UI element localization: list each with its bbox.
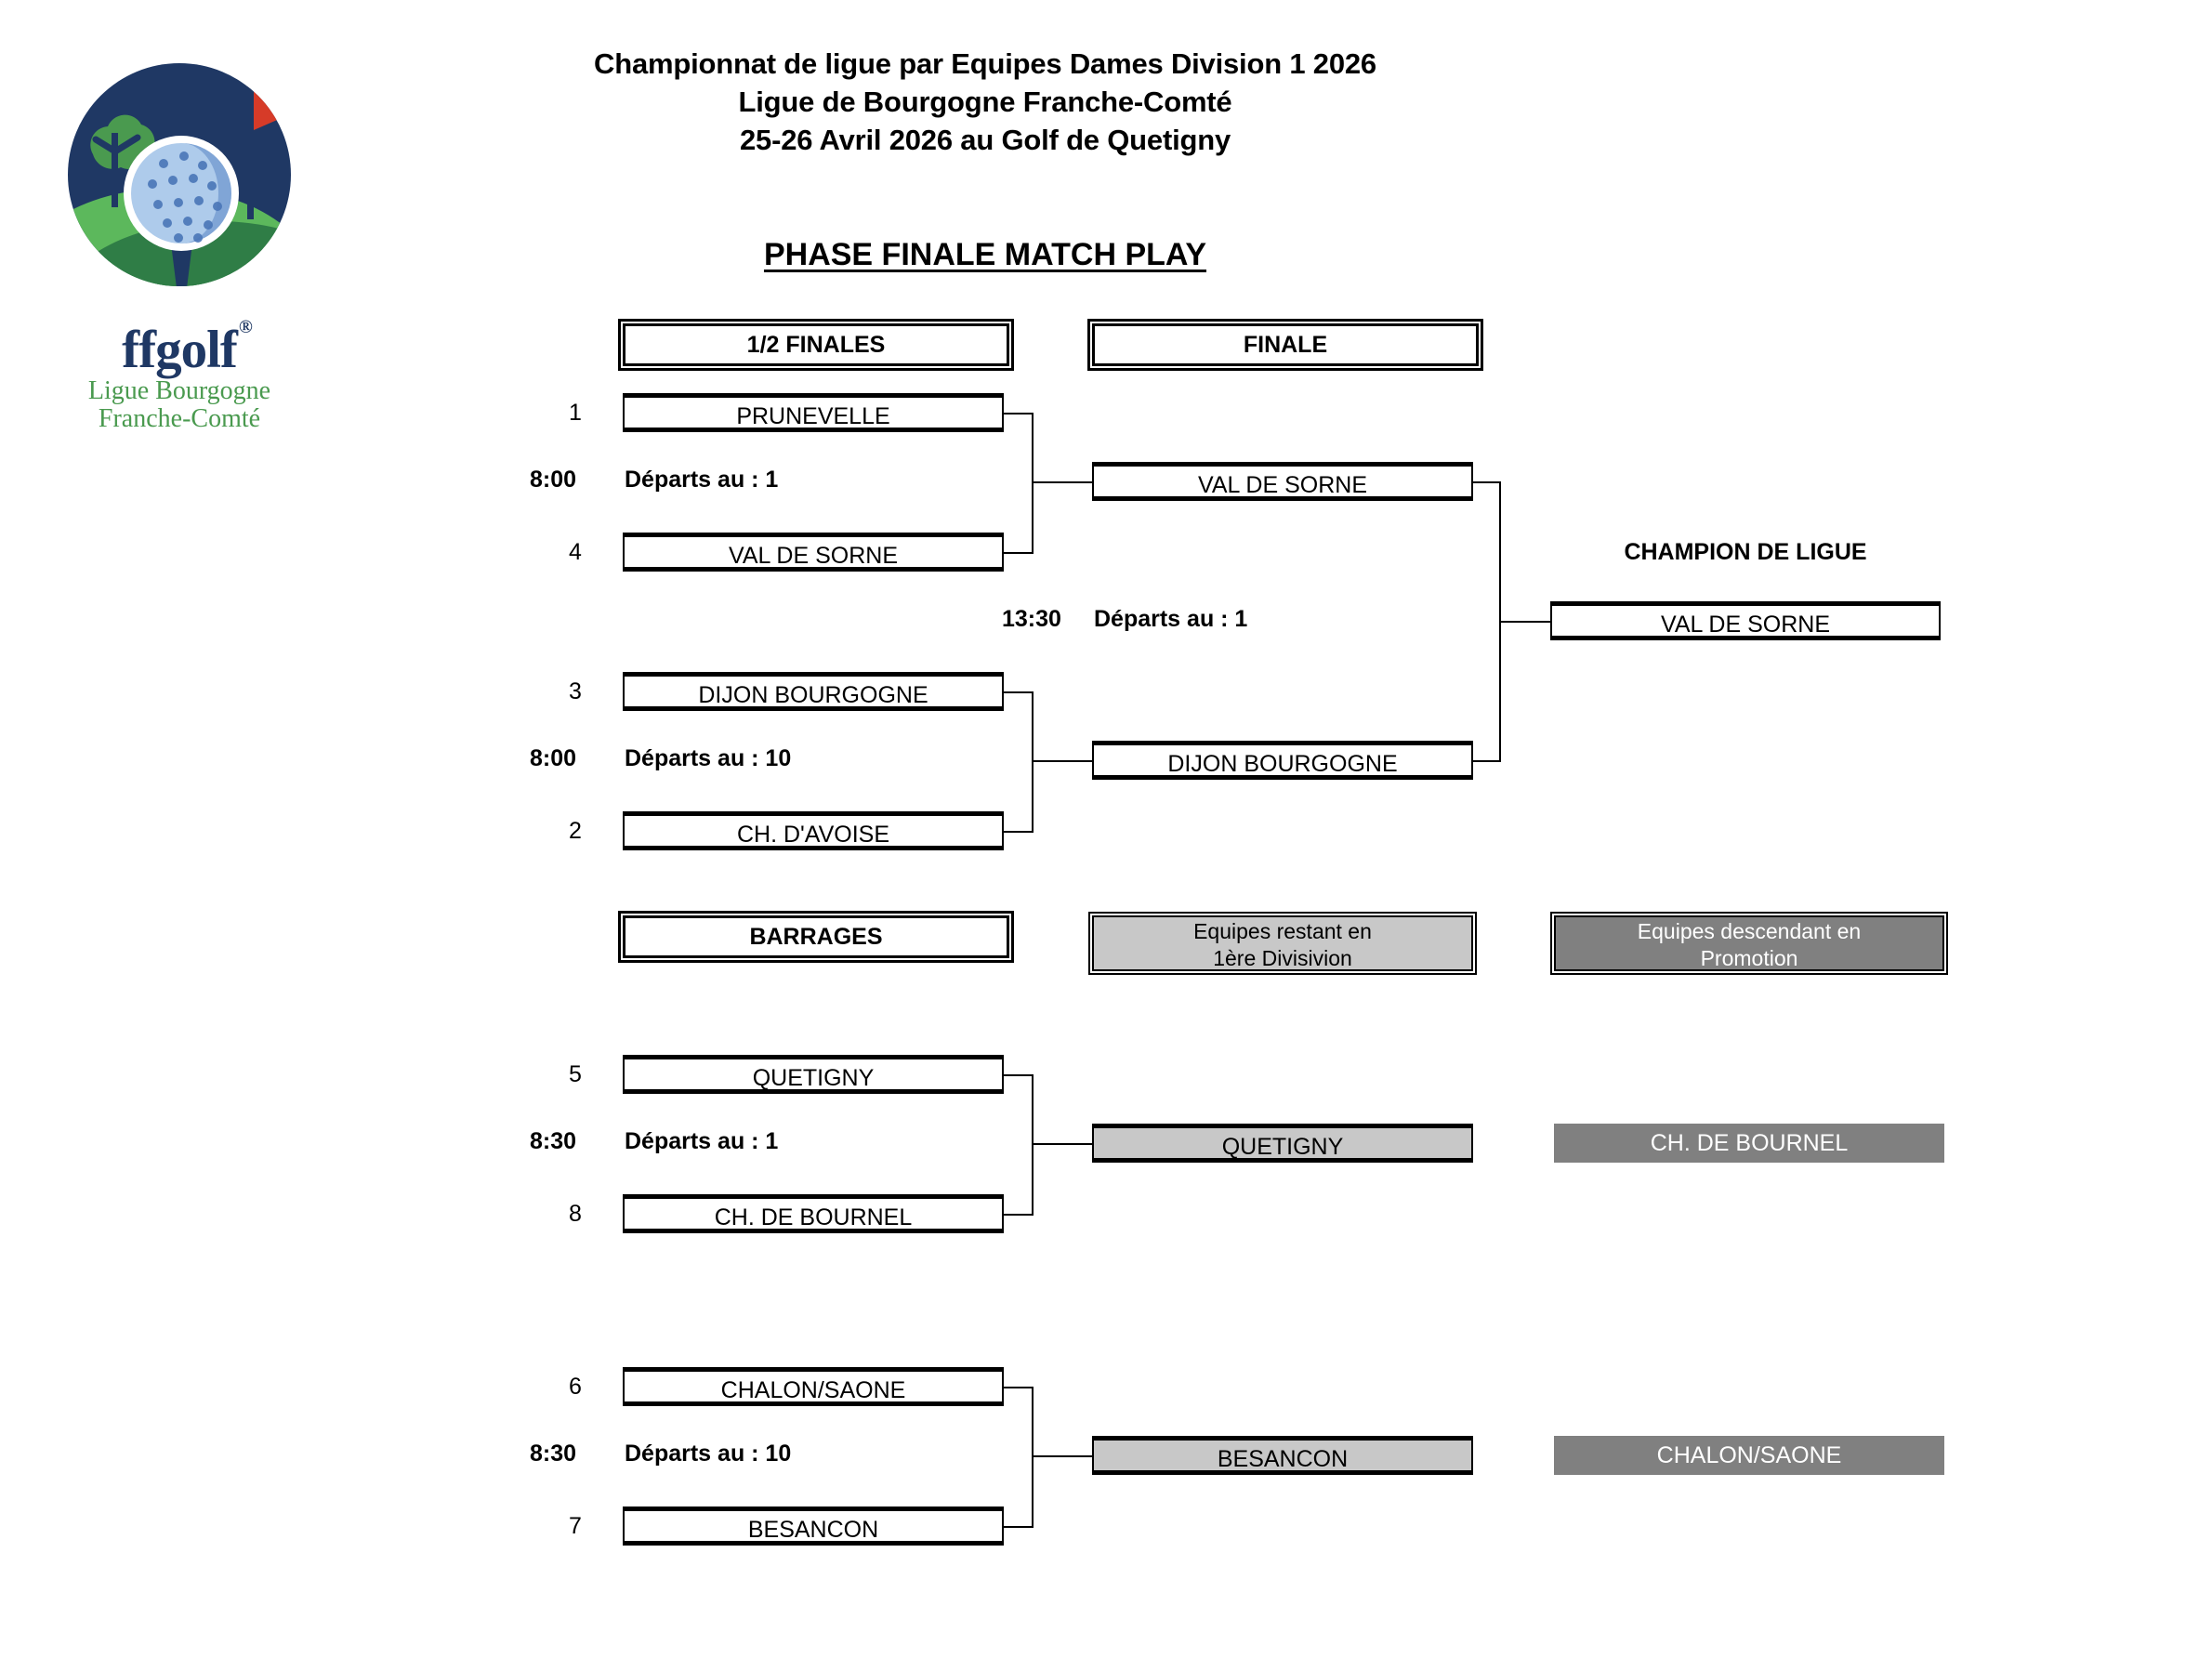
connector-line: [1473, 481, 1501, 483]
team-box-semifinal-1-top[interactable]: PRUNEVELLE: [623, 393, 1004, 432]
winner-box-barrage-1[interactable]: QUETIGNY: [1092, 1124, 1473, 1163]
title-line-3: 25-26 Avril 2026 au Golf de Quetigny: [739, 124, 1231, 157]
match-departs-barrage-2: Départs au : 10: [625, 1441, 792, 1467]
winner-box-semifinal-2[interactable]: DIJON BOURGOGNE: [1092, 741, 1473, 780]
phase-title-text: PHASE FINALE MATCH PLAY: [763, 237, 1207, 272]
match-departs-final: Départs au : 1: [1094, 606, 1248, 632]
logo-subtitle-line2: Franche-Comté: [98, 404, 261, 434]
connector-line: [1032, 1074, 1034, 1216]
team-box-barrage-1-bottom[interactable]: CH. DE BOURNEL: [623, 1194, 1004, 1233]
logo-wordmark: ffgolf®: [54, 318, 305, 379]
ffgolf-logo: ffgolf® Ligue Bourgogne Franche-Comté: [54, 45, 305, 435]
team-box-barrage-2-top[interactable]: CHALON/SAONE: [623, 1367, 1004, 1406]
connector-line: [1499, 621, 1550, 623]
phase-title: PHASE FINALE MATCH PLAY: [418, 237, 1552, 273]
seed-number: 1: [569, 400, 582, 426]
seed-number: 2: [569, 818, 582, 844]
match-time-barrage-1: 8:30: [530, 1128, 577, 1154]
match-departs-semifinal-2: Départs au : 10: [625, 745, 792, 771]
connector-line: [1032, 1143, 1092, 1145]
column-header-barrages: BARRAGES: [623, 915, 1009, 958]
logo-subtitle: Ligue Bourgogne Franche-Comté: [54, 376, 305, 434]
connector-line: [1004, 1526, 1034, 1528]
loser-box-barrage-1[interactable]: CH. DE BOURNEL: [1554, 1124, 1944, 1163]
connector-line: [1032, 691, 1034, 833]
winner-box-semifinal-1[interactable]: VAL DE SORNE: [1092, 462, 1473, 501]
connector-line: [1032, 481, 1092, 483]
ffgolf-emblem-icon: [68, 63, 291, 286]
seed-number: 4: [569, 539, 582, 565]
connector-line: [1032, 760, 1092, 762]
match-departs-barrage-1: Départs au : 1: [625, 1128, 779, 1154]
connector-line: [1004, 413, 1034, 414]
connector-line: [1004, 691, 1034, 693]
connector-line: [1032, 1387, 1034, 1528]
column-header-final: FINALE: [1092, 323, 1479, 366]
staying-line-2: 1ère Divisivion: [1213, 946, 1352, 970]
column-header-relegated-promotion: Equipes descendant en Promotion: [1554, 915, 1944, 971]
champion-label: CHAMPION DE LIGUE: [1624, 539, 1867, 565]
loser-box-barrage-2[interactable]: CHALON/SAONE: [1554, 1436, 1944, 1475]
seed-number: 8: [569, 1201, 582, 1227]
connector-line: [1004, 1387, 1034, 1388]
connector-line: [1004, 1074, 1034, 1076]
connector-line: [1473, 760, 1501, 762]
match-time-final: 13:30: [1002, 606, 1061, 632]
title-line-2: Ligue de Bourgogne Franche-Comté: [738, 86, 1232, 119]
connector-line: [1032, 413, 1034, 554]
team-box-semifinal-1-bottom[interactable]: VAL DE SORNE: [623, 533, 1004, 572]
champion-box[interactable]: VAL DE SORNE: [1550, 601, 1941, 640]
team-box-barrage-1-top[interactable]: QUETIGNY: [623, 1055, 1004, 1094]
match-departs-semifinal-1: Départs au : 1: [625, 467, 779, 493]
match-time-semifinal-1: 8:00: [530, 467, 577, 493]
match-time-barrage-2: 8:30: [530, 1441, 577, 1467]
team-box-barrage-2-bottom[interactable]: BESANCON: [623, 1507, 1004, 1546]
connector-line: [1004, 552, 1034, 554]
column-header-staying-division1: Equipes restant en 1ère Divisivion: [1092, 915, 1473, 971]
logo-wordmark-text: ffgolf: [122, 321, 238, 379]
logo-subtitle-line1: Ligue Bourgogne: [87, 376, 271, 405]
team-box-semifinal-2-bottom[interactable]: CH. D'AVOISE: [623, 811, 1004, 850]
winner-box-barrage-2[interactable]: BESANCON: [1092, 1436, 1473, 1475]
registered-trademark-icon: ®: [238, 317, 253, 337]
seed-number: 3: [569, 678, 582, 704]
team-box-semifinal-2-top[interactable]: DIJON BOURGOGNE: [623, 672, 1004, 711]
connector-line: [1004, 1214, 1034, 1216]
connector-line: [1004, 831, 1034, 833]
title-line-1: Championnat de ligue par Equipes Dames D…: [594, 47, 1376, 80]
staying-line-1: Equipes restant en: [1193, 919, 1372, 943]
relegated-line-2: Promotion: [1700, 946, 1798, 970]
column-header-semifinals: 1/2 FINALES: [623, 323, 1009, 366]
seed-number: 6: [569, 1374, 582, 1400]
page-title: Championnat de ligue par Equipes Dames D…: [418, 45, 1552, 160]
match-time-semifinal-2: 8:00: [530, 745, 577, 771]
relegated-line-1: Equipes descendant en: [1637, 919, 1862, 943]
seed-number: 5: [569, 1061, 582, 1087]
seed-number: 7: [569, 1513, 582, 1539]
connector-line: [1032, 1455, 1092, 1457]
